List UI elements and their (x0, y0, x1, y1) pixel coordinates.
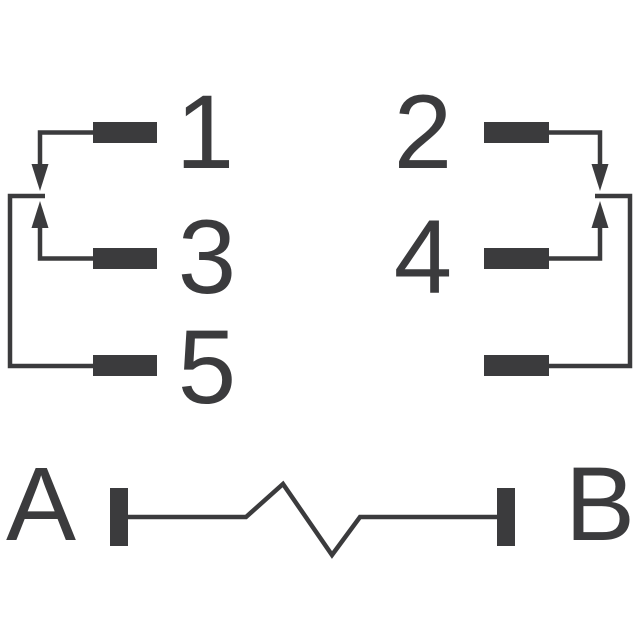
terminal-a-pad (110, 488, 128, 546)
arrow-up-icon (31, 201, 49, 228)
pin-1-label: 1 (176, 74, 234, 191)
pin-group-5: 5 (93, 309, 236, 426)
wire-pin1-lead (37, 130, 93, 166)
wire-actuator-zigzag (128, 480, 497, 559)
pin-3-pad (93, 248, 157, 269)
terminal-group-b: B (497, 446, 635, 563)
wire-left-common (7, 193, 93, 369)
pin-group-6 (484, 355, 549, 376)
wire-right-common (549, 193, 633, 369)
pin-group-3: 3 (93, 199, 236, 316)
arrow-up-icon (591, 201, 609, 228)
wire-pin2-lead (549, 130, 603, 166)
pin-2-pad (484, 122, 549, 143)
pin-group-1: 1 (93, 74, 234, 191)
terminal-b-label: B (565, 446, 635, 563)
terminal-a-label: A (6, 446, 76, 563)
pin-group-4: 4 (394, 199, 549, 316)
arrow-down-icon (591, 164, 609, 191)
pin-2-label: 2 (394, 74, 452, 191)
pin-6-pad (484, 355, 549, 376)
wire-pin3-lead (37, 226, 93, 261)
pin-4-pad (484, 248, 549, 269)
pin-3-label: 3 (178, 199, 236, 316)
terminal-b-pad (497, 488, 515, 546)
pin-group-2: 2 (394, 74, 549, 191)
pin-5-pad (93, 355, 157, 376)
pin-1-pad (93, 122, 157, 143)
terminal-group-a: A (6, 446, 128, 563)
pin-5-label: 5 (178, 309, 236, 426)
wire-pin4-lead (549, 226, 603, 261)
pin-4-label: 4 (394, 199, 452, 316)
arrow-down-icon (31, 164, 49, 191)
